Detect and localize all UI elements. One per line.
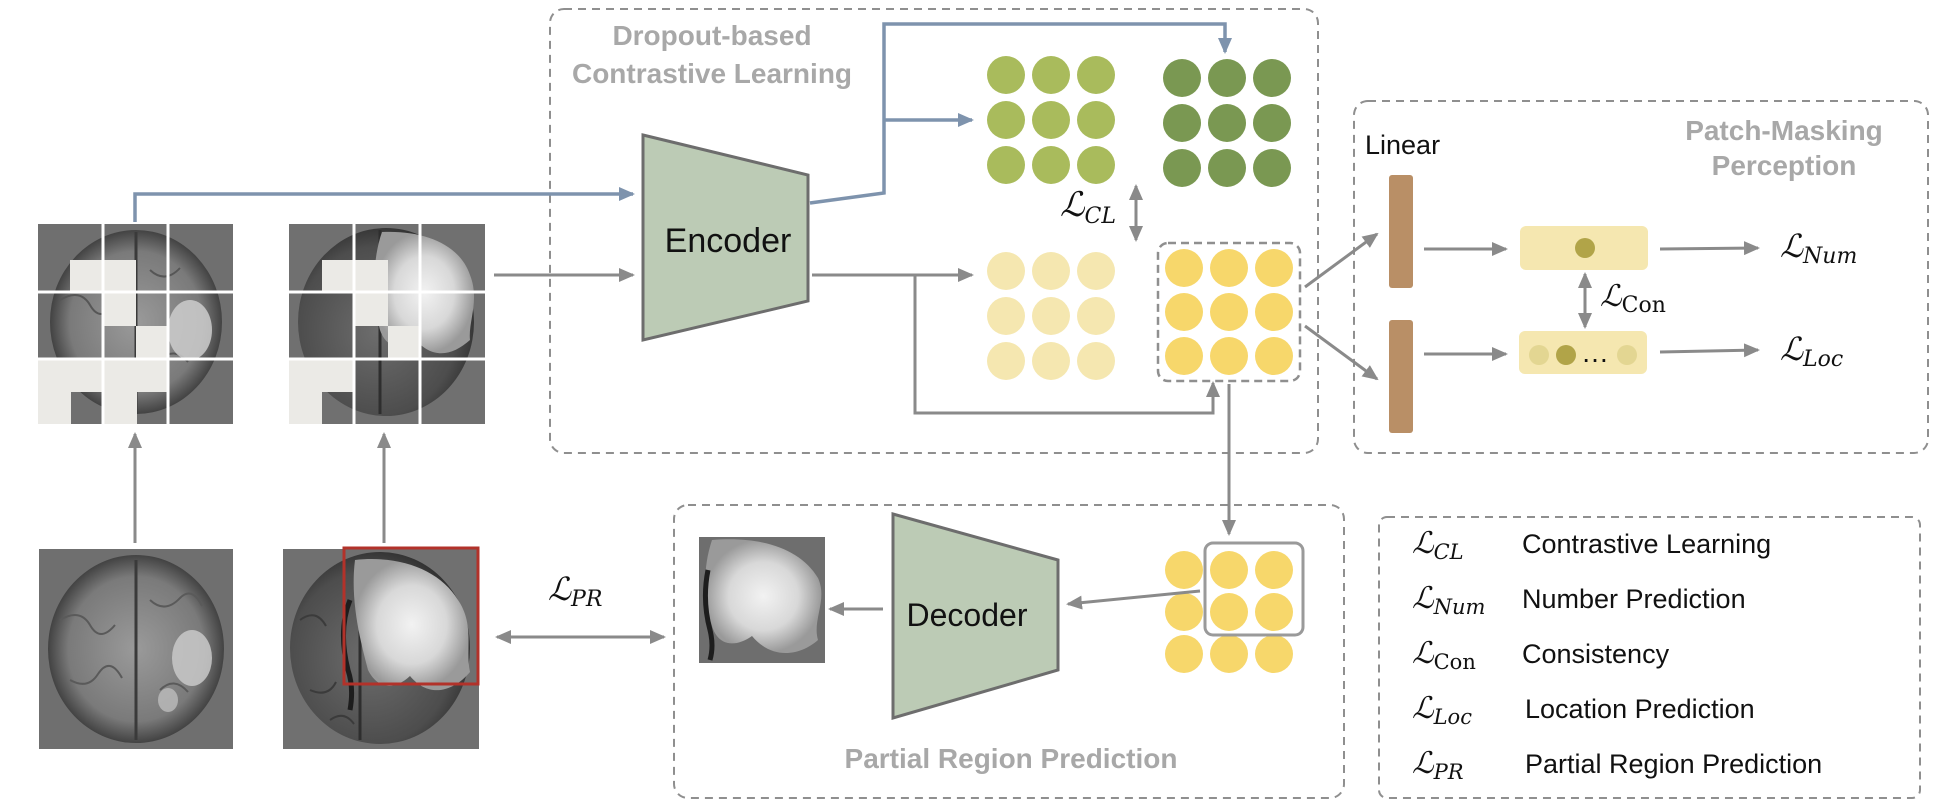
legend-box xyxy=(1378,516,1921,799)
light-green-features xyxy=(987,56,1115,184)
loc-output-dot-3 xyxy=(1617,345,1637,365)
original-mri-2 xyxy=(283,549,479,749)
masked-mri-1 xyxy=(38,224,233,424)
loc-output-dot-2 xyxy=(1556,345,1576,365)
decoder-block xyxy=(891,512,1060,720)
arrow-to-decoder xyxy=(1066,589,1201,610)
loc-output-ellipsis: … xyxy=(1581,337,1609,368)
linear-bar-top xyxy=(1389,175,1413,288)
legend-row-num: ℒNum Number Prediction xyxy=(1412,581,1746,619)
arrow-to-linear-top xyxy=(1304,232,1379,289)
arrow-to-loc-loss xyxy=(1659,343,1760,358)
legend-text-num: Number Prediction xyxy=(1522,584,1746,614)
mask-patches-1 xyxy=(38,260,169,424)
blue-arrow-output-top xyxy=(809,22,1232,205)
svg-text:ℒPR: ℒPR xyxy=(1412,746,1464,784)
encoder-block xyxy=(641,133,810,342)
num-output-dot xyxy=(1575,238,1595,258)
loss-num-label: ℒNum xyxy=(1780,227,1857,269)
loss-con-label: ℒCon xyxy=(1600,279,1666,318)
svg-text:ℒCL: ℒCL xyxy=(1412,526,1464,564)
patch-title-line1: Patch-Masking xyxy=(1685,115,1883,146)
legend-row-con: ℒCon Consistency xyxy=(1412,636,1670,674)
predicted-region-image xyxy=(699,537,825,663)
encoder-label: Encoder xyxy=(665,222,792,260)
svg-text:ℒLoc: ℒLoc xyxy=(1412,691,1472,729)
loc-output-box xyxy=(1519,331,1647,374)
arrow-to-num-loss xyxy=(1659,241,1760,256)
patch-masking-module-box xyxy=(1353,100,1929,454)
partial-region-red-box xyxy=(342,546,480,686)
legend-row-pr: ℒPR Partial Region Prediction xyxy=(1412,746,1822,784)
dropout-module-box xyxy=(549,8,1319,454)
yellow-features-dashed-box xyxy=(1156,241,1302,383)
legend-text-con: Consistency xyxy=(1522,639,1670,669)
loc-output-dot-1 xyxy=(1529,345,1549,365)
svg-text:ℒCon: ℒCon xyxy=(1412,636,1476,674)
arrow-to-linear-bottom xyxy=(1304,324,1379,381)
yellow-features xyxy=(1165,249,1293,375)
svg-text:ℒNum: ℒNum xyxy=(1412,581,1485,619)
masked-mri-2 xyxy=(289,224,485,424)
partial-title: Partial Region Prediction xyxy=(845,743,1178,774)
legend-row-loc: ℒLoc Location Prediction xyxy=(1412,691,1755,729)
loss-pr-label: ℒPR xyxy=(548,570,602,612)
linear-bar-bottom xyxy=(1389,320,1413,433)
linear-label: Linear xyxy=(1365,130,1440,160)
legend-text-cl: Contrastive Learning xyxy=(1522,529,1771,559)
loss-cl-label: ℒCL xyxy=(1060,185,1116,229)
blue-arrow-input xyxy=(133,187,635,222)
mask-patches-2 xyxy=(289,260,421,424)
legend-text-loc: Location Prediction xyxy=(1525,694,1755,724)
loss-loc-label: ℒLoc xyxy=(1780,330,1843,372)
original-mri-1 xyxy=(39,549,233,749)
dark-green-features xyxy=(1163,59,1291,187)
patch-title-line2: Perception xyxy=(1712,150,1857,181)
light-yellow-features xyxy=(987,252,1115,380)
partial-features-select-box xyxy=(1203,541,1305,637)
legend-row-cl: ℒCL Contrastive Learning xyxy=(1412,526,1771,564)
legend-text-pr: Partial Region Prediction xyxy=(1525,749,1822,779)
gray-arrow-bypass xyxy=(913,275,1220,415)
dropout-title-line1: Dropout-based xyxy=(612,20,811,51)
partial-features xyxy=(1165,551,1293,673)
dropout-title-line2: Contrastive Learning xyxy=(572,58,852,89)
decoder-label: Decoder xyxy=(907,597,1028,633)
